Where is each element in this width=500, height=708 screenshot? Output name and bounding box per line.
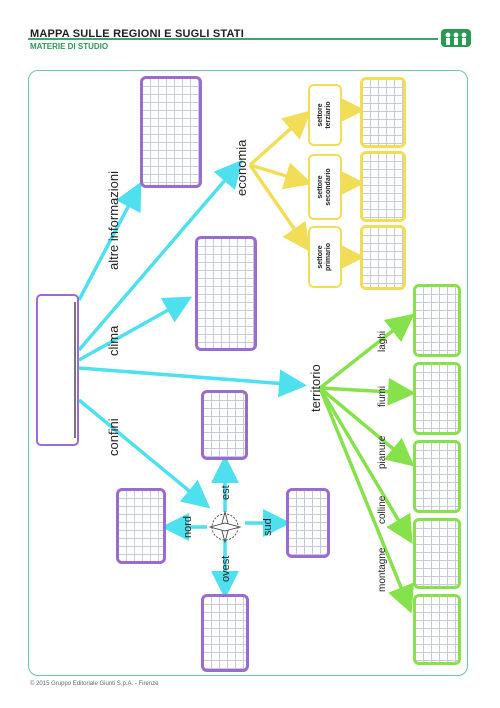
fiumi-box[interactable] (413, 362, 461, 435)
publisher-logo-icon (441, 29, 471, 47)
montagne-box[interactable] (413, 594, 461, 665)
worksheet-frame (28, 70, 468, 676)
header-divider (28, 38, 438, 40)
label-colline: colline (377, 495, 388, 524)
label-clima: clima (106, 325, 121, 356)
terziario-answer-box[interactable] (360, 77, 406, 148)
label-sud: sud (262, 518, 274, 536)
page-subtitle: MATERIE DI STUDIO (30, 42, 109, 51)
label-economia: economia (234, 139, 249, 196)
label-nord: nord (182, 515, 194, 538)
sector-secondario-label: settore secondario (317, 168, 332, 206)
pianure-box[interactable] (413, 440, 461, 513)
label-fiumi: fiumi (377, 385, 388, 407)
est-box[interactable] (201, 390, 248, 460)
clima-box[interactable] (195, 236, 257, 351)
sector-secondario-box: settore secondario (308, 154, 342, 220)
label-est: est (220, 485, 232, 500)
label-territorio: territorio (308, 364, 323, 412)
sector-primario-box: settore primario (308, 226, 342, 288)
footer-copyright: © 2015 Gruppo Editoriale Giunti S.p.A. -… (30, 681, 159, 687)
label-altre-informazioni: altre informazioni (106, 171, 121, 270)
page-title: MAPPA SULLE REGIONI E SUGLI STATI (30, 28, 244, 40)
label-montagne: montagne (377, 547, 388, 592)
sector-terziario-label: settore terziario (317, 101, 332, 129)
label-pianure: pianure (377, 435, 388, 469)
altre-informazioni-box[interactable] (140, 76, 202, 188)
colline-box[interactable] (413, 518, 461, 589)
laghi-box[interactable] (413, 284, 461, 357)
sector-terziario-box: settore terziario (308, 84, 342, 146)
sector-primario-label: settore primario (317, 243, 332, 272)
compass-rose-icon (208, 510, 242, 544)
label-confini: confini (106, 418, 121, 456)
sud-box[interactable] (286, 488, 330, 558)
secondario-answer-box[interactable] (360, 151, 406, 222)
label-ovest: ovest (220, 555, 232, 582)
label-laghi: laghi (377, 330, 388, 352)
nord-box[interactable] (116, 488, 166, 564)
ovest-box[interactable] (201, 594, 249, 672)
primario-answer-box[interactable] (360, 225, 406, 290)
main-topic-box[interactable] (36, 294, 79, 446)
